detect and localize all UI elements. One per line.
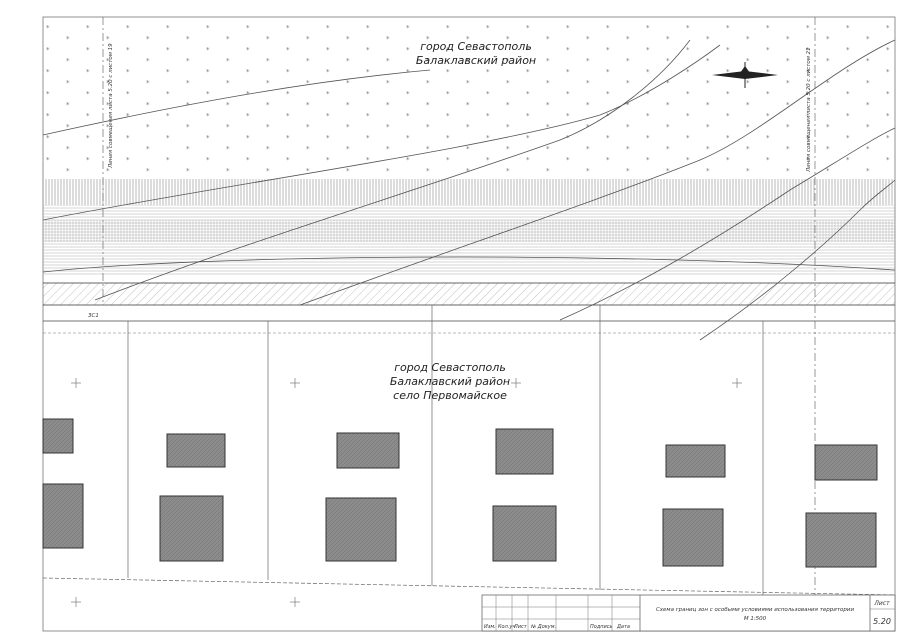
- zone-lines: [42, 39, 896, 341]
- region-bottom-line2: Балаклавский район: [390, 375, 510, 388]
- sheet-number: 5.20: [873, 617, 891, 626]
- drawing-scale: М 1:500: [744, 616, 767, 622]
- match-line-left-label: Линия совмещения листа 5.20 с листом 19: [108, 43, 114, 169]
- region-top-line1: город Севастополь: [420, 40, 532, 53]
- zone-label: ЗС1: [88, 313, 99, 319]
- buildings: [42, 418, 878, 568]
- col-date: Дата: [616, 624, 630, 630]
- sheet-header: Лист: [873, 600, 890, 607]
- hatch-band-1: [43, 179, 895, 205]
- col-doc: № Докум.: [530, 624, 556, 630]
- drawing-title: Схема границ зон с особыми условиями исп…: [656, 607, 855, 613]
- col-list: Лист: [513, 624, 528, 630]
- road-strip: [43, 283, 895, 305]
- region-bottom-line3: село Первомайское: [393, 389, 507, 402]
- region-bottom-line1: город Севастополь: [394, 361, 506, 374]
- col-sign: Подпись: [590, 624, 613, 630]
- col-kol: Кол.уч: [498, 624, 515, 630]
- title-block: Изм. Кол.уч Лист № Докум. Подпись Дата С…: [481, 594, 896, 632]
- col-izm: Изм.: [484, 624, 496, 630]
- grid-crosses: [71, 378, 742, 607]
- vegetation-area: [43, 17, 895, 179]
- hatch-band-3: [43, 220, 895, 242]
- match-line-right-label: Линия совмещения листа 5.20 с листом 21: [806, 47, 812, 173]
- north-arrow-icon: [712, 62, 778, 88]
- lot-boundaries: [42, 305, 896, 596]
- region-top-line2: Балаклавский район: [416, 54, 536, 67]
